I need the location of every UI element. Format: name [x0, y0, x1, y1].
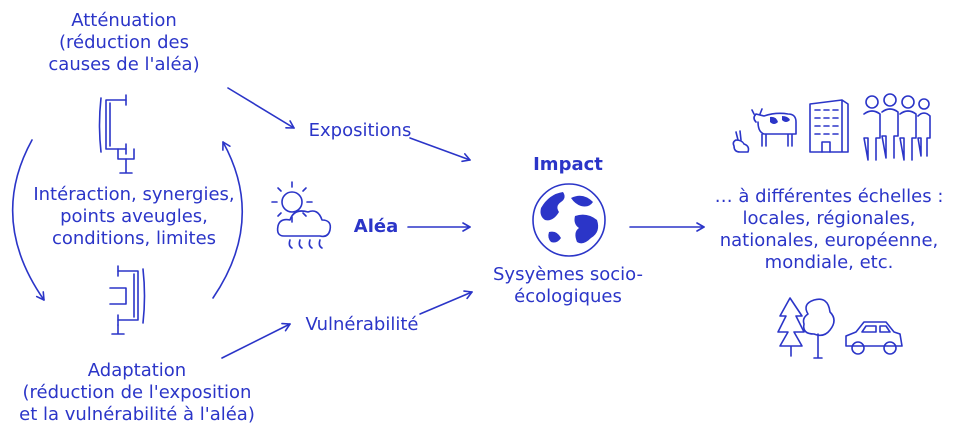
- car-icon: [845, 321, 903, 355]
- arrow-attenuation-to-expositions: [227, 87, 295, 129]
- attenuation-title: Atténuation: [71, 10, 177, 31]
- impact-line-2: écologiques: [514, 286, 622, 307]
- impact-line-1: Sysyèmes socio-: [492, 264, 644, 285]
- building-icon: [809, 99, 849, 153]
- interaction-line-1: Intéraction, synergies,: [33, 184, 235, 205]
- interaction-line-2: points aveugles,: [60, 206, 208, 227]
- weather-icon: [271, 181, 332, 249]
- attenuation-detail-1: (réduction des: [59, 32, 189, 53]
- curve-arrow-right: [212, 141, 244, 299]
- trees-icon: [777, 297, 835, 359]
- arrow-vulnerabilite-to-impact: [419, 290, 473, 315]
- cow-icon: [751, 108, 797, 147]
- attenuation-detail-2: causes de l'aléa): [48, 54, 200, 75]
- adaptation-detail-1: (réduction de l'exposition: [22, 382, 252, 403]
- scales-line-3: nationales, européenne,: [719, 230, 939, 251]
- alea-label: Aléa: [353, 216, 399, 237]
- rabbit-icon: [732, 130, 750, 153]
- arrow-expositions-to-impact: [409, 137, 471, 163]
- globe-icon: [532, 183, 606, 257]
- expositions-label: Expositions: [308, 120, 412, 141]
- scales-line-1: … à différentes échelles :: [714, 186, 944, 207]
- scales-line-4: mondiale, etc.: [764, 252, 894, 273]
- impact-label: Sysyèmes socio- écologiques: [476, 264, 660, 308]
- scales-line-2: locales, régionales,: [742, 208, 916, 229]
- scales-label: … à différentes échelles : locales, régi…: [706, 186, 952, 274]
- adaptation-detail-2: et la vulnérabilité à l'aléa): [19, 404, 255, 425]
- curve-arrow-left: [11, 139, 45, 301]
- impact-title: Impact: [533, 154, 603, 175]
- interaction-line-3: conditions, limites: [51, 228, 217, 249]
- interaction-label: Intéraction, synergies, points aveugles,…: [18, 184, 250, 250]
- clamp-icon: [98, 94, 135, 174]
- people-icon: [863, 93, 931, 161]
- vulnerabilite-label: Vulnérabilité: [305, 314, 419, 335]
- arrow-adaptation-to-vulnerabilite: [221, 322, 291, 359]
- adaptation-title: Adaptation: [87, 360, 187, 381]
- adaptation-label: Adaptation (réduction de l'exposition et…: [0, 360, 274, 426]
- clamp-icon: [109, 265, 146, 335]
- attenuation-label: Atténuation (réduction des causes de l'a…: [14, 10, 234, 76]
